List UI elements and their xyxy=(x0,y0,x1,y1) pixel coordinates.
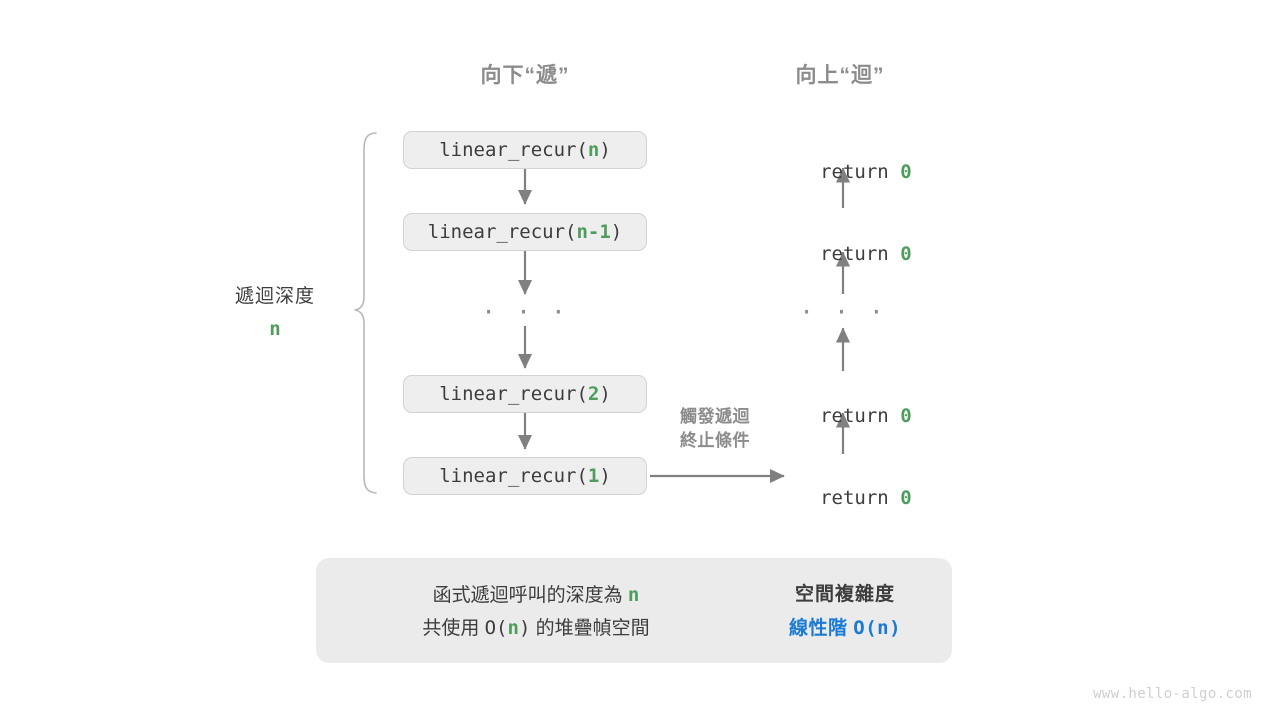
call-stack-ellipsis: · · · xyxy=(481,298,569,326)
call-box-prefix: linear_recur( xyxy=(427,221,577,243)
return-keyword: return xyxy=(820,405,901,427)
return-keyword: return xyxy=(820,243,901,265)
call-box-arg: 1 xyxy=(587,465,600,487)
return-label-3: return 0 xyxy=(743,465,943,531)
call-box-arg: n xyxy=(587,139,600,161)
summary-line1-text: 函式遞迴呼叫的深度為 xyxy=(432,585,628,606)
recursion-depth-title: 遞迴深度 xyxy=(234,286,315,307)
return-label-1: return 0 xyxy=(743,221,943,287)
return-keyword: return xyxy=(820,487,901,509)
recursion-depth-label: 遞迴深度 n xyxy=(190,281,360,340)
summary-line-1: 函式遞迴呼叫的深度為 n xyxy=(336,579,736,612)
space-complexity-value: 線性階 O(n) xyxy=(738,612,952,646)
summary-line1-n: n xyxy=(627,584,640,606)
base-case-annotation: 觸發遞迴 終止條件 xyxy=(680,407,750,451)
summary-panel: 函式遞迴呼叫的深度為 n 共使用 O(n) 的堆疊幀空間 空間複雜度 線性階 O… xyxy=(316,558,952,663)
return-stack-ellipsis: · · · xyxy=(799,298,887,326)
call-box-suffix: ) xyxy=(599,465,611,487)
return-label-0: return 0 xyxy=(743,139,943,205)
complexity-notation: O(n) xyxy=(853,616,902,639)
summary-line-2: 共使用 O(n) 的堆疊幀空間 xyxy=(336,612,736,645)
return-value: 0 xyxy=(900,405,912,427)
summary-line2-text: 共使用 xyxy=(422,618,485,640)
call-box-prefix: linear_recur( xyxy=(439,139,588,161)
call-box-suffix: ) xyxy=(599,139,611,161)
return-keyword: return xyxy=(820,161,901,183)
return-value: 0 xyxy=(900,243,912,265)
summary-line2-bigo-open: O( xyxy=(484,617,508,640)
summary-line2-n: n xyxy=(507,617,519,640)
call-box-suffix: ) xyxy=(599,383,611,405)
watermark: www.hello-algo.com xyxy=(1093,686,1252,702)
recursion-depth-value: n xyxy=(269,318,281,340)
space-complexity-title: 空間複雜度 xyxy=(794,584,895,605)
summary-line2-bigo-close: ) xyxy=(518,617,531,640)
call-box-0[interactable]: linear_recur(n) xyxy=(403,131,647,169)
heading-downward-recursion: 向下“遞” xyxy=(480,64,570,87)
call-box-prefix: linear_recur( xyxy=(439,465,588,487)
call-box-2[interactable]: linear_recur(2) xyxy=(403,375,647,413)
call-box-3[interactable]: linear_recur(1) xyxy=(403,457,647,495)
summary-description: 函式遞迴呼叫的深度為 n 共使用 O(n) 的堆疊幀空間 xyxy=(336,579,736,646)
call-box-arg: n-1 xyxy=(576,221,611,243)
call-box-arg: 2 xyxy=(587,383,600,405)
heading-upward-return: 向上“迴” xyxy=(795,64,885,87)
summary-conclusion: 空間複雜度 線性階 O(n) xyxy=(738,579,952,645)
return-value: 0 xyxy=(900,487,912,509)
call-box-suffix: ) xyxy=(610,221,623,243)
summary-line2-tail: 的堆疊幀空間 xyxy=(530,618,650,640)
call-box-1[interactable]: linear_recur(n-1) xyxy=(403,213,647,251)
call-box-prefix: linear_recur( xyxy=(439,383,588,405)
return-label-2: return 0 xyxy=(743,383,943,449)
complexity-order: 線性階 xyxy=(788,617,854,639)
return-value: 0 xyxy=(900,161,912,183)
